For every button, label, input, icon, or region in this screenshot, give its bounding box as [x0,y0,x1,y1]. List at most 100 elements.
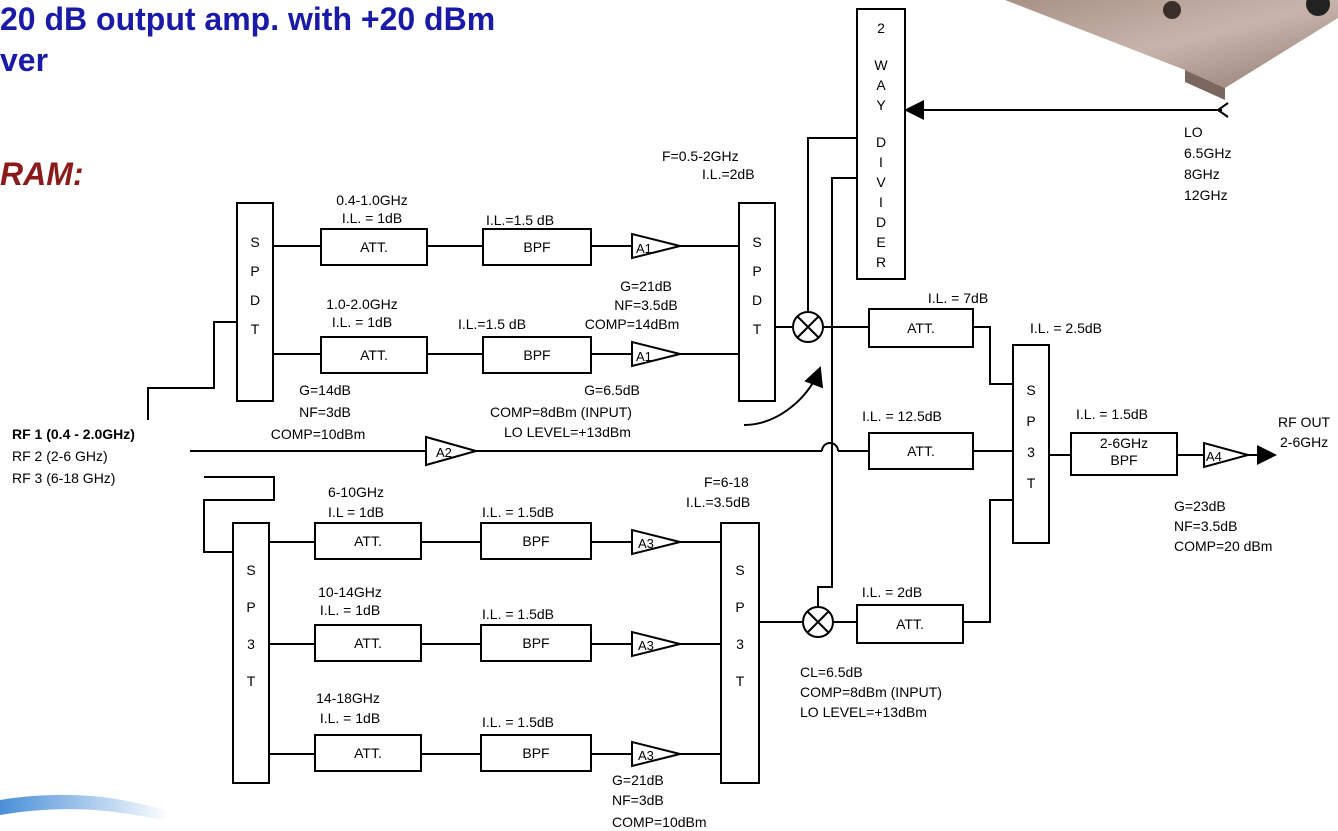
a2-comp: COMP=10dBm [270,426,366,442]
a2-gain: G=14dB [299,382,351,398]
a1-comp: COMP=14dBm [584,316,680,332]
bpf-low-1-label: BPF [523,239,551,255]
att-out-bottom [856,604,964,644]
att-high-2-label: ATT. [354,635,382,651]
title-line-2: ver [0,42,49,78]
high-path2-freq: 10-14GHz [318,584,382,600]
bpf-out-il: I.L. = 1.5dB [1076,406,1148,422]
att-low-2 [320,336,428,374]
bpf-low-1 [482,228,592,266]
amp-a1-top [631,232,681,260]
wires [147,100,1277,755]
subtitle: RAM: [0,156,84,192]
att-out-top-label: ATT. [907,320,935,336]
a4-nf: NF=3.5dB [1174,518,1238,534]
rf3-label: RF 3 (6-18 GHz) [12,470,116,486]
title-line-1: 20 dB output amp. with +20 dBm [0,1,496,37]
high-path3-freq: 14-18GHz [316,690,380,706]
low-mixer-gain: G=6.5dB [584,382,640,398]
bpf-high-1-il: I.L. = 1.5dB [482,504,554,520]
bpf-high-3-label: BPF [522,745,550,761]
sp3t-input-switch [232,522,270,784]
a3-nf: NF=3dB [612,792,664,808]
bpf-high-2-il: I.L. = 1.5dB [482,606,554,622]
a3-gain: G=21dB [612,772,664,788]
lo-label: LO [1184,124,1203,140]
high-mixer-lo: LO LEVEL=+13dBm [800,704,927,720]
high-path1-il: I.L = 1dB [328,504,384,520]
spdt-input-switch [236,202,274,402]
spdt-output-switch [738,202,776,402]
bpf-low-1-il: I.L.=1.5 dB [485,212,555,228]
high-filter-il: I.L.=3.5dB [686,494,751,510]
sp3t-out-il: I.L. = 2.5dB [1030,320,1102,336]
att-top-il: I.L. = 7dB [927,290,989,306]
bpf-high-2 [480,624,592,662]
amp-a1-bottom [631,340,681,368]
swoosh-decoration [0,794,170,822]
low-filter-il: I.L.=2dB [702,166,755,182]
sp3t-high-output-switch [720,522,760,784]
mixer-low [792,311,824,343]
att-low-1-label: ATT. [360,239,388,255]
amp-a2-label: A2 [436,445,452,460]
high-filter-freq: F=6-18 [704,474,749,490]
two-way-divider [856,8,906,280]
att-out-bottom-label: ATT. [896,616,924,632]
amp-a3-3 [631,740,681,768]
low-path1-freq: 0.4-1.0GHz [336,192,408,208]
bpf-low-2-il: I.L.=1.5 dB [457,316,527,332]
bpf-high-2-label: BPF [522,635,550,651]
amp-a3-3-label: A3 [638,748,654,763]
att-out-mid-label: ATT. [907,443,935,459]
sp3t-output-switch [1012,344,1050,544]
a1-gain: G=21dB [620,278,672,294]
bpf-high-3-il: I.L. = 1.5dB [482,714,554,730]
amp-a2 [425,435,480,467]
a4-gain: G=23dB [1174,498,1226,514]
high-path1-freq: 6-10GHz [327,484,385,500]
a1-nf: NF=3.5dB [614,297,678,313]
att-out-mid [868,432,974,470]
high-path2-il: I.L. = 1dB [319,602,381,618]
high-mixer-cl: CL=6.5dB [800,664,863,680]
att-high-3 [314,734,422,772]
att-bot-il: I.L. = 2dB [861,584,923,600]
a4-comp: COMP=20 dBm [1174,538,1273,554]
bpf-high-1-label: BPF [522,533,550,549]
amp-a3-2-label: A3 [638,638,654,653]
bpf-low-2-label: BPF [523,347,551,363]
amp-a3-1-label: A3 [638,536,654,551]
lo-freq-3: 12GHz [1184,187,1228,203]
rf1-label: RF 1 (0.4 - 2.0GHz) [12,426,135,442]
lo-freq-2: 8GHz [1184,166,1220,182]
bpf-low-2 [482,336,592,374]
rf2-label: RF 2 (2-6 GHz) [12,448,108,464]
divider-letters: 2 W A Y D I V I D E R [874,20,888,270]
a2-nf: NF=3dB [299,404,351,420]
amp-a1-bottom-label: A1 [636,349,652,364]
low-path2-freq: 1.0-2.0GHz [326,296,398,312]
att-mid-il: I.L. = 12.5dB [862,408,942,424]
att-low-2-label: ATT. [360,347,388,363]
amp-a1-top-label: A1 [636,241,652,256]
high-path3-il: I.L. = 1dB [319,710,381,726]
att-high-1 [314,522,422,560]
a3-comp: COMP=10dBm [612,814,707,830]
low-filter-freq: F=0.5-2GHz [662,148,739,164]
high-mixer-comp: COMP=8dBm (INPUT) [800,684,942,700]
low-mixer-comp: COMP=8dBm (INPUT) [490,404,632,420]
att-out-top [868,308,974,348]
att-high-2 [314,624,422,662]
bpf-high-3 [480,734,592,772]
low-mixer-lo: LO LEVEL=+13dBm [504,424,631,440]
